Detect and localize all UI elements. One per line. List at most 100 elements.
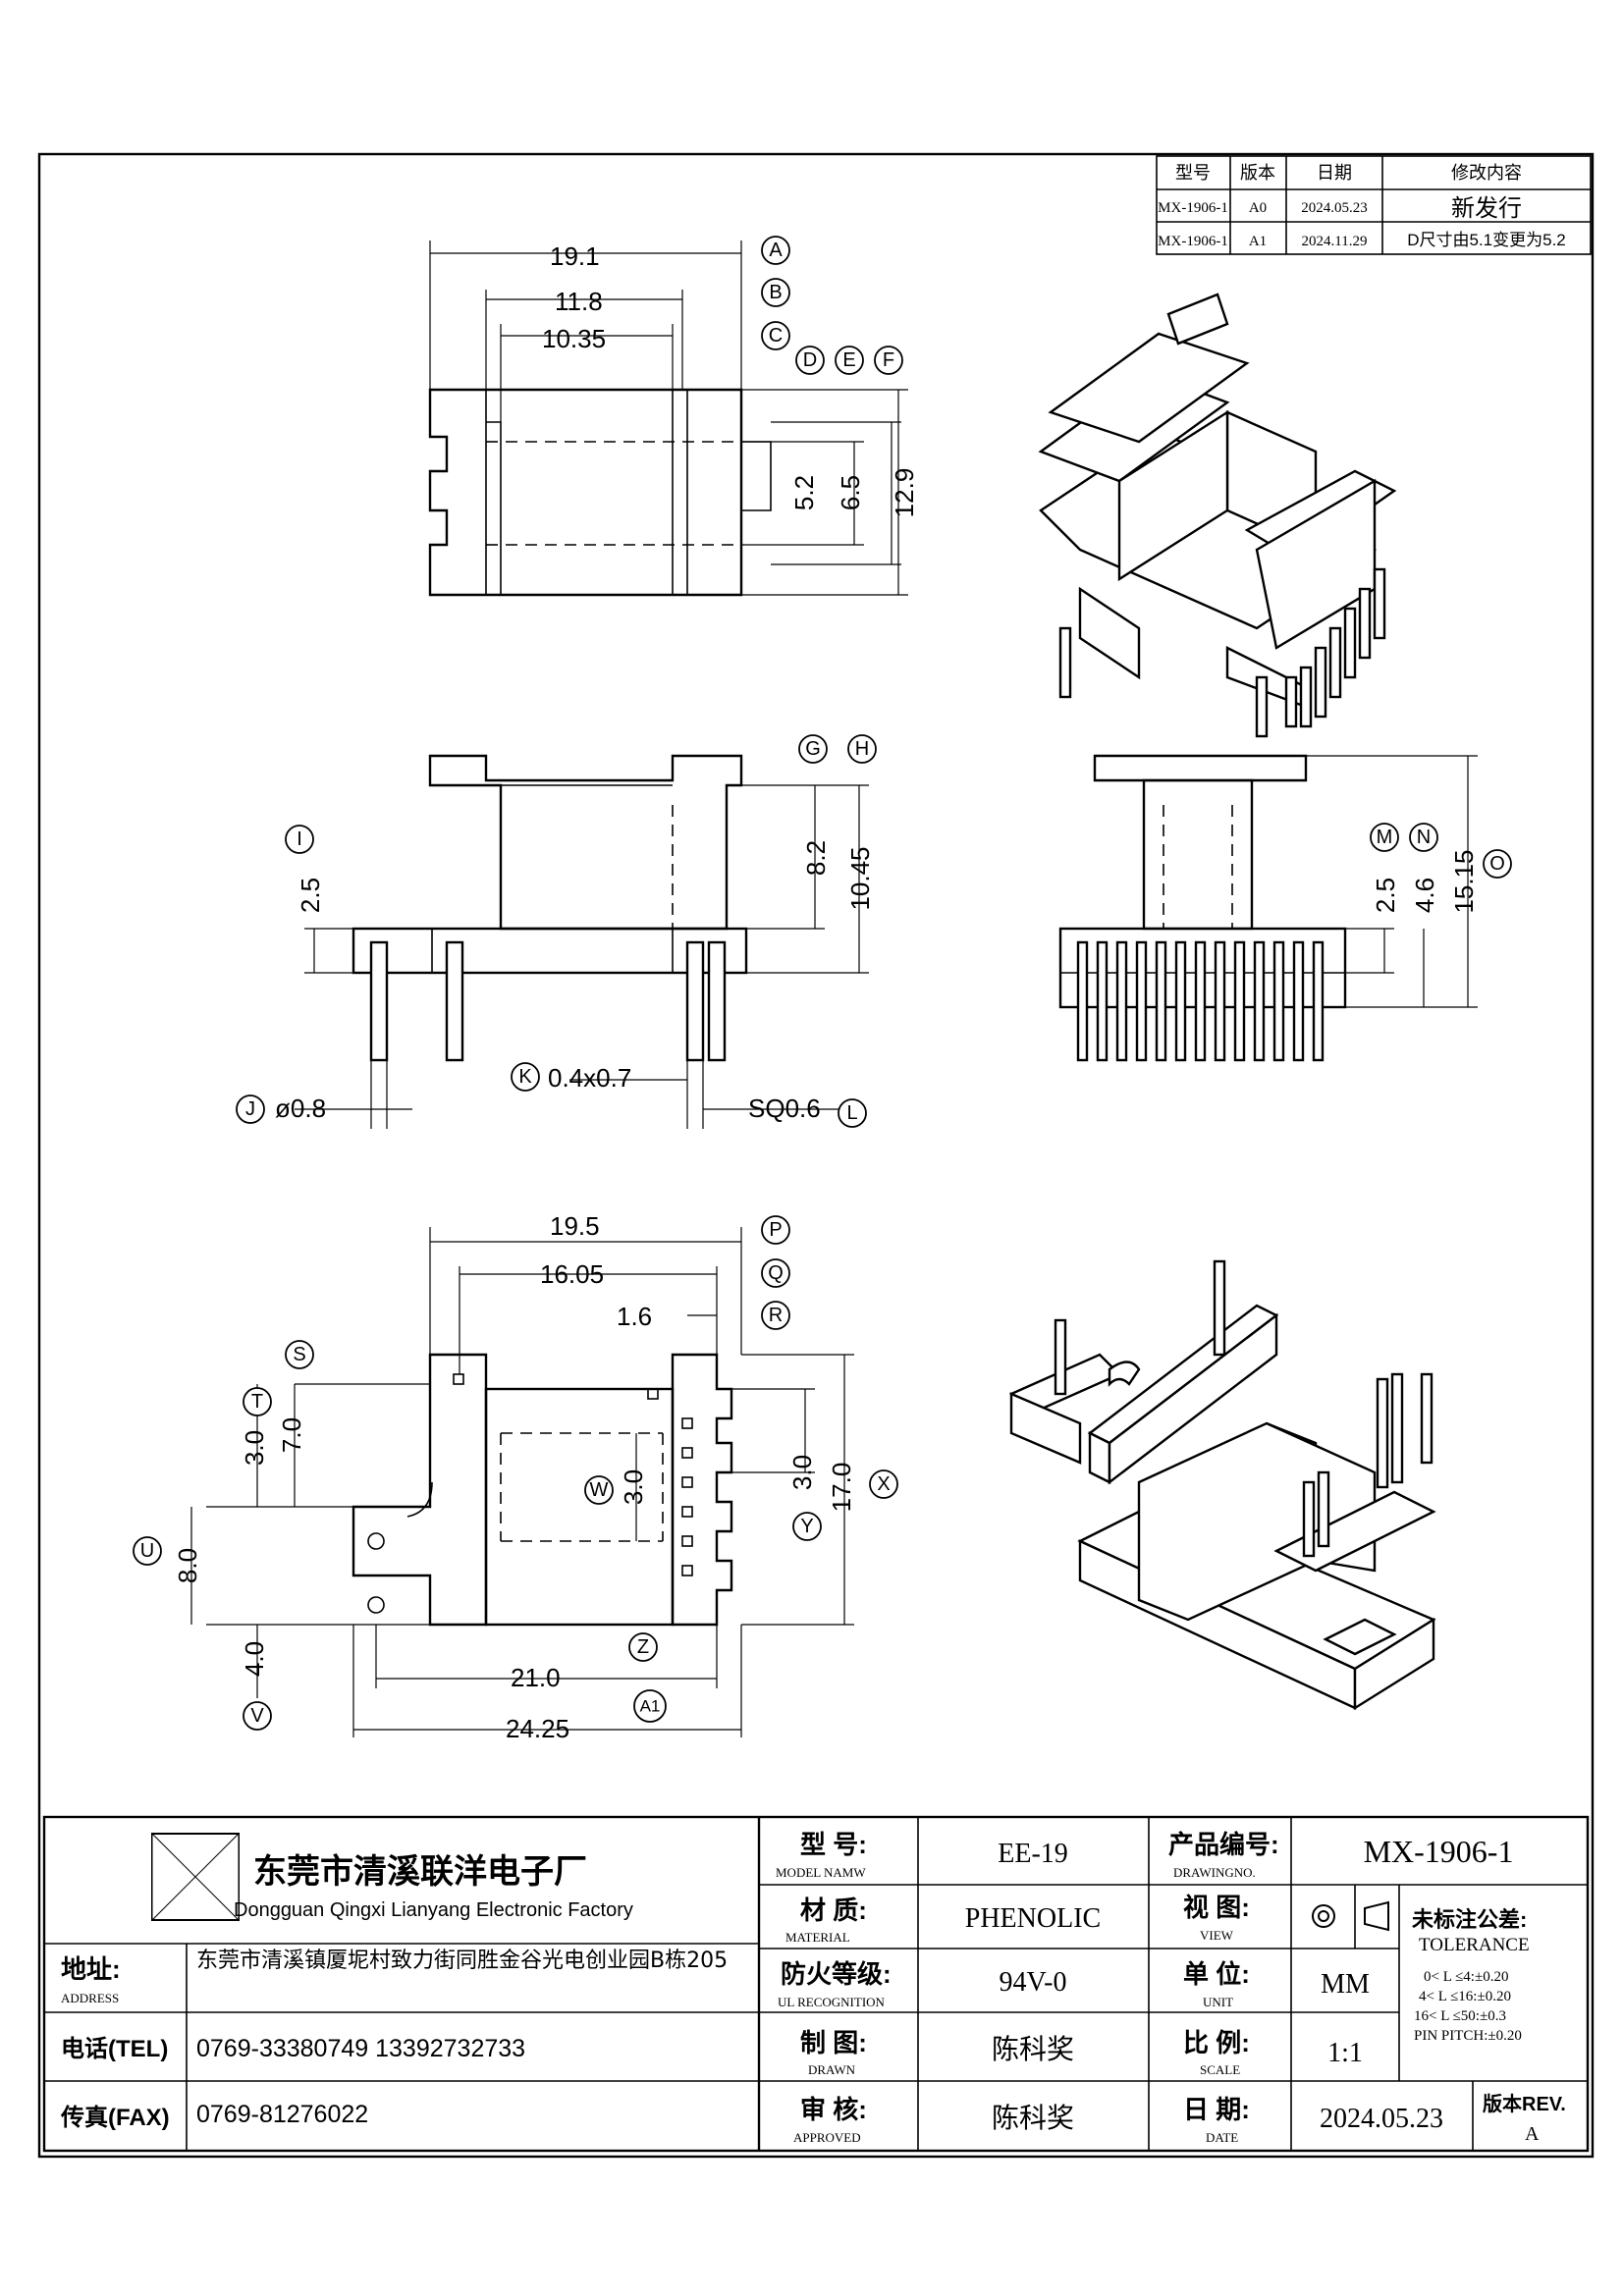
scale-value: 1:1 — [1327, 2038, 1363, 2068]
rev-header-version: 版本 — [1240, 163, 1275, 183]
drawn-value: 陈科奖 — [992, 2034, 1074, 2064]
dim-top-c: 10.35 — [542, 324, 606, 353]
balloon-y: Y — [800, 1516, 813, 1537]
approved-label: 审 核: — [800, 2095, 867, 2124]
unit-label: 单 位: — [1183, 1959, 1250, 1989]
fire-value: 94V-0 — [1000, 1967, 1067, 1998]
address-label-en: ADDRESS — [61, 1991, 119, 2005]
dim-bottom-r: 1.6 — [617, 1302, 652, 1331]
dim-front-h: 10.45 — [845, 846, 875, 910]
balloon-g: G — [805, 738, 821, 760]
address-label: 地址: — [61, 1954, 121, 1984]
company-logo — [151, 1832, 240, 1922]
address-value: 东莞市清溪镇厦坭村致力街同胜金谷光电创业园B栋205 — [196, 1949, 729, 1973]
approved-value: 陈科奖 — [992, 2103, 1074, 2133]
dim-bottom-t: 3.0 — [240, 1430, 269, 1466]
rev-value: A — [1525, 2123, 1540, 2145]
dim-top-d: 5.2 — [789, 475, 819, 510]
balloon-b: B — [769, 282, 782, 303]
drawing-no-label-en: DRAWINGNO. — [1173, 1865, 1256, 1880]
balloon-k: K — [518, 1066, 532, 1088]
balloon-z: Z — [637, 1636, 649, 1658]
dim-bottom-x: 17.0 — [827, 1463, 856, 1513]
tolerance-title: 未标注公差: — [1412, 1907, 1527, 1932]
rev-row2-model: MX-1906-1 — [1158, 234, 1228, 249]
balloon-v: V — [250, 1705, 264, 1727]
tel-value: 0769-33380749 13392732733 — [196, 2035, 525, 2062]
dim-bottom-z: 21.0 — [511, 1663, 561, 1692]
top-view: 19.1 11.8 10.35 5.2 6.5 12.9 A B C D E F — [428, 236, 919, 597]
company-name-cn: 东莞市清溪联洋电子厂 — [253, 1852, 587, 1891]
dim-side-o: 15.15 — [1449, 849, 1479, 913]
sheet-border — [37, 152, 1595, 2159]
rev-row2-version: A1 — [1249, 234, 1267, 249]
dim-front-g: 8.2 — [801, 840, 831, 876]
dim-side-n: 4.6 — [1410, 878, 1439, 913]
rev-row1-change: 新发行 — [1451, 195, 1522, 222]
company-name-en: Dongguan Qingxi Lianyang Electronic Fact… — [234, 1899, 633, 1921]
front-view: 2.5 8.2 10.45 0.4x0.7 ø0.8 SQ0.6 G H I J… — [236, 734, 877, 1129]
balloon-u: U — [140, 1540, 154, 1562]
rev-label: 版本REV. — [1483, 2092, 1566, 2115]
balloon-i: I — [297, 828, 302, 850]
fax-label: 传真(FAX) — [60, 2104, 170, 2131]
dim-front-l: SQ0.6 — [748, 1094, 821, 1123]
rev-header-change: 修改内容 — [1451, 163, 1522, 183]
balloon-l: L — [846, 1102, 857, 1124]
model-label: 型 号: — [800, 1830, 867, 1859]
material-label-en: MATERIAL — [785, 1930, 850, 1945]
balloon-w: W — [590, 1479, 609, 1501]
dim-front-i: 2.5 — [296, 878, 325, 913]
dim-bottom-y: 3.0 — [787, 1455, 817, 1490]
model-label-en: MODEL NAMW — [776, 1865, 866, 1880]
balloon-q: Q — [768, 1262, 784, 1284]
tolerance-line-3: 16< L ≤50:±0.3 — [1414, 2008, 1506, 2024]
balloon-h: H — [855, 738, 869, 760]
scale-label: 比 例: — [1183, 2028, 1250, 2057]
fire-label: 防火等级: — [781, 1959, 892, 1989]
date-label-en: DATE — [1206, 2130, 1238, 2145]
date-value: 2024.05.23 — [1320, 2104, 1443, 2134]
tolerance-line-4: PIN PITCH:±0.20 — [1414, 2028, 1522, 2044]
dim-bottom-w: 3.0 — [619, 1469, 648, 1505]
rev-row1-model: MX-1906-1 — [1158, 200, 1228, 216]
rev-row1-version: A0 — [1249, 200, 1267, 216]
balloon-s: S — [293, 1344, 305, 1365]
rev-header-model: 型号 — [1175, 163, 1211, 183]
balloon-o: O — [1489, 853, 1505, 875]
rev-header-date: 日期 — [1317, 163, 1352, 183]
rev-row2-date: 2024.11.29 — [1302, 234, 1368, 249]
dim-top-b: 11.8 — [555, 287, 603, 316]
drawn-label-en: DRAWN — [808, 2062, 856, 2077]
dim-bottom-q: 16.05 — [540, 1259, 604, 1289]
fire-label-en: UL RECOGNITION — [778, 1995, 886, 2009]
tolerance-line-2: 4< L ≤16:±0.20 — [1419, 1989, 1511, 2004]
material-value: PHENOLIC — [965, 1903, 1101, 1934]
balloon-j: J — [245, 1098, 255, 1120]
isometric-view-bottom — [1008, 1259, 1436, 1711]
balloon-a: A — [769, 240, 783, 261]
unit-label-en: UNIT — [1203, 1995, 1233, 2009]
projection-symbol — [1312, 1900, 1389, 1932]
balloon-a1: A1 — [640, 1697, 661, 1716]
rev-row2-change: D尺寸由5.1变更为5.2 — [1407, 231, 1566, 249]
model-value: EE-19 — [998, 1839, 1068, 1869]
dim-side-m: 2.5 — [1371, 878, 1400, 913]
dim-top-a: 19.1 — [550, 241, 600, 271]
dim-top-e: 6.5 — [836, 475, 865, 510]
dim-top-f: 12.9 — [890, 468, 919, 518]
tolerance-line-1: 0< L ≤4:±0.20 — [1424, 1969, 1508, 1985]
dim-bottom-u: 8.0 — [173, 1548, 202, 1583]
balloon-p: P — [769, 1219, 782, 1241]
fax-value: 0769-81276022 — [196, 2101, 368, 2128]
dim-bottom-v: 4.0 — [240, 1641, 269, 1677]
drawing-no-value: MX-1906-1 — [1364, 1834, 1514, 1869]
isometric-view-top — [1038, 293, 1397, 738]
approved-label-en: APPROVED — [793, 2130, 861, 2145]
title-block: 东莞市清溪联洋电子厂 Dongguan Qingxi Lianyang Elec… — [42, 1815, 1590, 2153]
bottom-view: 19.5 16.05 1.6 3.0 7.0 8.0 3.0 3.0 17.0 … — [133, 1211, 898, 1743]
view-label-en: VIEW — [1200, 1928, 1234, 1943]
dim-bottom-s: 7.0 — [277, 1417, 306, 1453]
date-label: 日 期: — [1183, 2095, 1250, 2124]
